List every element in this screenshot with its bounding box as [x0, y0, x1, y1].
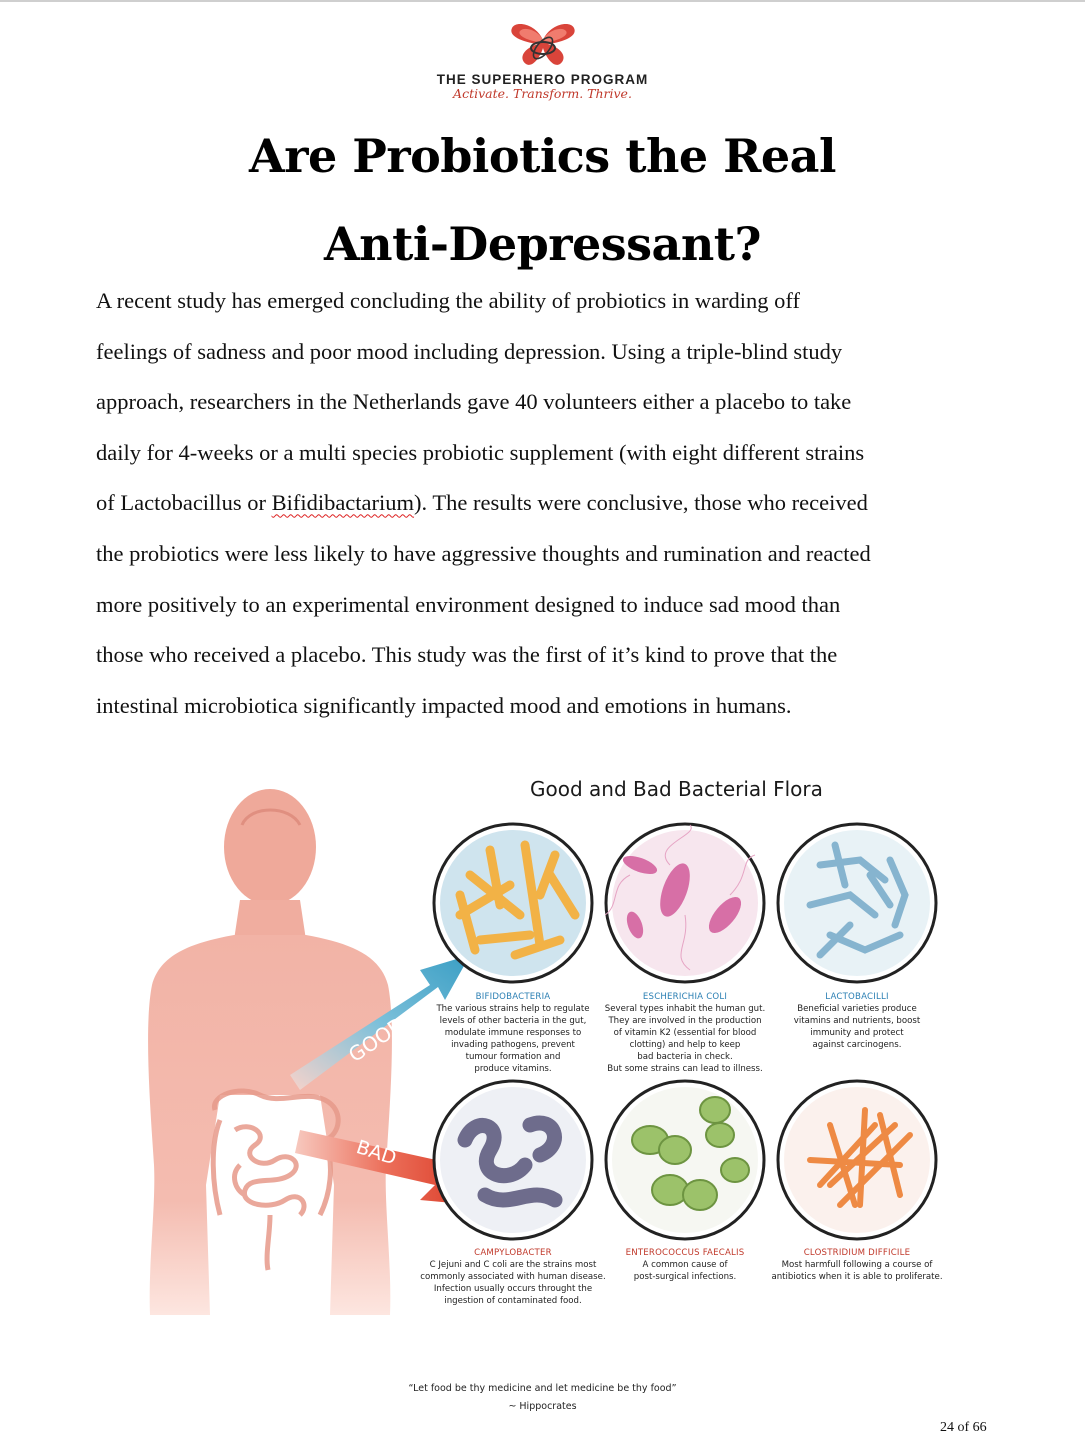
quote-text: “Let food be thy medicine and let medici…: [408, 1383, 677, 1394]
misspelled-word[interactable]: Bifidibactarium: [271, 490, 415, 516]
bacteria-desc: immunity and protect: [810, 1028, 904, 1038]
clostridium-difficile-label: CLOSTRIDIUM DIFFICILE Most harmfull foll…: [757, 1247, 957, 1283]
body-line: intestinal microbiotica significantly im…: [96, 692, 792, 718]
bacteria-desc: The various strains help to regulate: [436, 1004, 590, 1014]
bacteria-desc: Infection usually occurs throught the: [433, 1284, 593, 1294]
page-top-border: [0, 0, 1085, 2]
bacterial-flora-illustration: GOOD BAD: [130, 765, 960, 1325]
bacteria-name: ENTEROCOCCUS FAECALIS: [625, 1248, 745, 1258]
bacteria-desc: invading pathogens, prevent: [451, 1040, 575, 1050]
title-line-1: Are Probiotics the Real: [249, 129, 836, 183]
bacteria-desc: C Jejuni and C coli are the strains most: [429, 1260, 597, 1270]
bacteria-desc: Beneficial varieties produce: [797, 1004, 917, 1014]
bacteria-desc: vitamins and nutrients, boost: [793, 1016, 921, 1026]
bacteria-desc: A common cause of: [642, 1260, 728, 1270]
bifidobacteria-circle-icon: [432, 822, 594, 984]
human-body-icon: [148, 789, 392, 1315]
bacteria-desc: But some strains can lead to illness.: [607, 1064, 763, 1074]
bacteria-desc: produce vitamins.: [474, 1064, 552, 1074]
bacteria-desc: ingestion of contaminated food.: [444, 1296, 582, 1306]
body-line: A recent study has emerged concluding th…: [96, 288, 801, 313]
bacteria-desc: levels of other bacteria in the gut,: [439, 1016, 587, 1026]
body-line: feelings of sadness and poor mood includ…: [96, 338, 843, 364]
bacteria-name: ESCHERICHIA COLI: [642, 992, 728, 1002]
figure-title: Good and Bad Bacterial Flora: [530, 777, 823, 801]
clostridium-difficile-circle-icon: [776, 1079, 938, 1241]
body-line-part: ). The results were conclusive, those wh…: [414, 490, 868, 516]
enterococcus-faecalis-label: ENTEROCOCCUS FAECALIS A common cause of …: [595, 1247, 775, 1283]
campylobacter-circle-icon: [432, 1079, 594, 1241]
article-body: A recent study has emerged concluding th…: [96, 276, 996, 731]
bacteria-desc: bad bacteria in check.: [637, 1052, 733, 1062]
bacteria-name: CAMPYLOBACTER: [474, 1248, 552, 1258]
brand-tagline: Activate. Transform. Thrive.: [453, 86, 632, 101]
bacteria-desc: modulate immune responses to: [444, 1028, 582, 1038]
bacteria-desc: clotting) and help to keep: [629, 1040, 741, 1050]
bifidobacteria-label: BIFIDOBACTERIA The various strains help …: [423, 991, 603, 1075]
title-line-2: Anti-Depressant?: [323, 217, 762, 271]
bacteria-desc: antibiotics when it is able to prolifera…: [771, 1272, 943, 1282]
escherichia-coli-circle-icon: [604, 822, 766, 984]
lactobacilli-label: LACTOBACILLI Beneficial varieties produc…: [767, 991, 947, 1051]
body-line-part: of Lactobacillus or: [96, 490, 272, 516]
bacteria-name: BIFIDOBACTERIA: [475, 992, 551, 1002]
body-line: daily for 4-weeks or a multi species pro…: [96, 439, 865, 465]
escherichia-coli-label: ESCHERICHIA COLI Several types inhabit t…: [595, 991, 775, 1075]
bacteria-desc: of vitamin K2 (essential for blood: [613, 1028, 757, 1038]
butterfly-logo-icon: [510, 24, 575, 65]
brand-name: THE SUPERHERO PROGRAM: [436, 72, 649, 87]
bacteria-desc: Several types inhabit the human gut.: [604, 1004, 766, 1014]
body-line: those who received a placebo. This study…: [96, 642, 838, 668]
body-line: the probiotics were less likely to have …: [96, 540, 871, 566]
bacteria-name: LACTOBACILLI: [825, 992, 889, 1002]
bacteria-desc: against carcinogens.: [812, 1040, 902, 1050]
body-line: approach, researchers in the Netherlands…: [96, 389, 852, 415]
campylobacter-label: CAMPYLOBACTER C Jejuni and C coli are th…: [413, 1247, 613, 1307]
bacteria-desc: They are involved in the production: [608, 1016, 762, 1026]
lactobacilli-circle-icon: [776, 822, 938, 984]
figure-artwork: GOOD BAD: [148, 789, 938, 1315]
brand-header: THE SUPERHERO PROGRAM Activate. Transfor…: [0, 18, 1085, 101]
bacteria-name: CLOSTRIDIUM DIFFICILE: [803, 1248, 911, 1258]
bacteria-desc: post-surgical infections.: [633, 1272, 737, 1282]
bacteria-desc: commonly associated with human disease.: [420, 1272, 606, 1282]
quote-attribution: ~ Hippocrates: [508, 1401, 577, 1412]
page-title: Are Probiotics the Real Anti-Depressant?: [0, 112, 1085, 288]
page-number: 24 of 66: [940, 1420, 987, 1435]
footer-quote: “Let food be thy medicine and let medici…: [0, 1380, 1085, 1416]
body-line: more positively to an experimental envir…: [96, 591, 841, 617]
bacteria-desc: Most harmfull following a course of: [781, 1260, 933, 1270]
enterococcus-faecalis-circle-icon: [604, 1079, 766, 1241]
bacteria-desc: tumour formation and: [465, 1052, 561, 1062]
body-line-with-misspelling: of Lactobacillus or Bifidibactarium). Th…: [96, 478, 996, 529]
intestines-icon: [210, 1088, 341, 1271]
